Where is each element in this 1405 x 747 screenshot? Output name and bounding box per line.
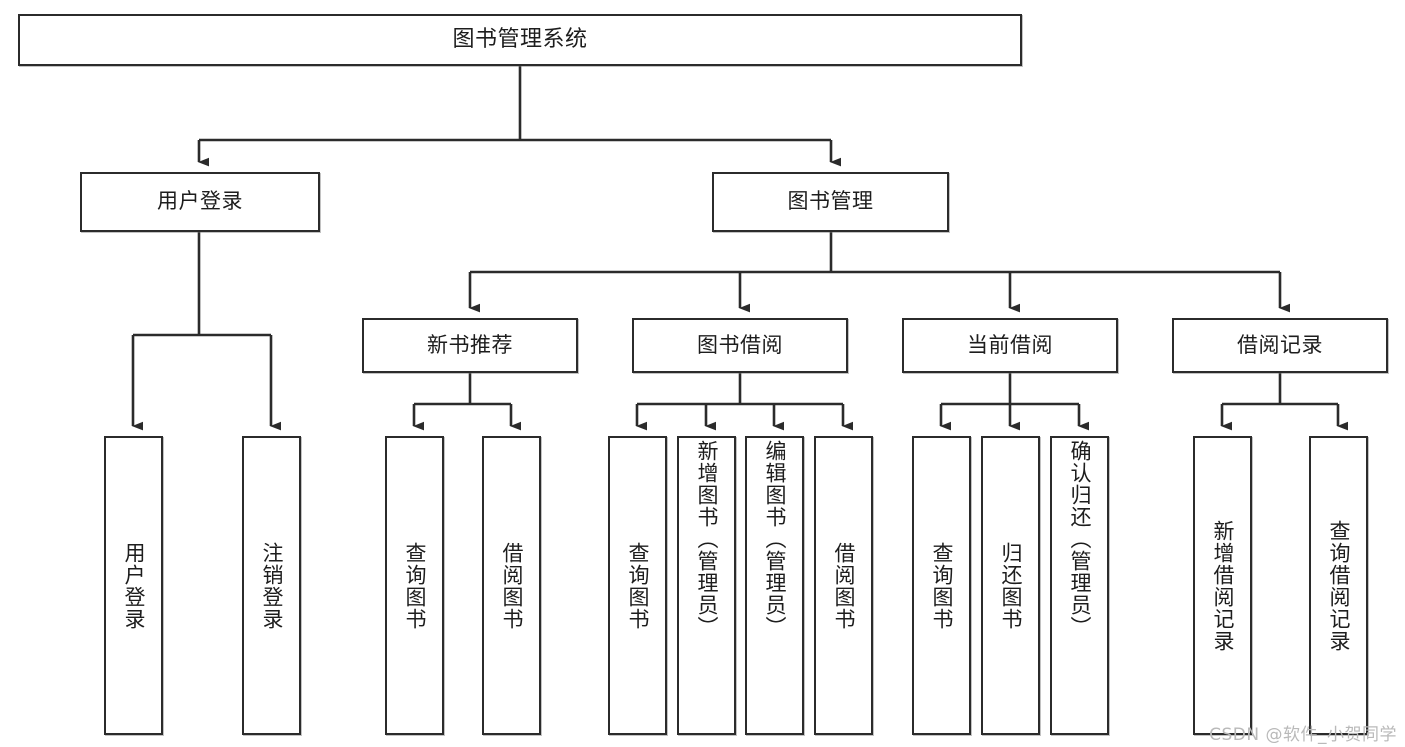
node-new-book-recommend[interactable]: 新书推荐 [362,318,578,373]
node-root[interactable]: 图书管理系统 [18,14,1022,66]
watermark: CSDN @软件_小贺同学 [1209,725,1397,745]
leaf-borrow-book-2-label: 借阅图书 [831,541,856,630]
leaf-query-record-label: 查询借阅记录 [1326,519,1351,652]
leaf-confirm-return[interactable]: 确认归还（管理员） [1050,436,1109,735]
node-user-login-label: 用户登录 [157,189,243,214]
leaf-add-book-label: 新增图书（管理员） [694,440,719,638]
node-user-login[interactable]: 用户登录 [80,172,320,232]
node-book-borrow-label: 图书借阅 [697,332,783,357]
node-new-book-recommend-label: 新书推荐 [427,332,513,357]
node-book-management-label: 图书管理 [787,189,874,214]
node-book-borrow[interactable]: 图书借阅 [632,318,848,373]
leaf-user-login-label: 用户登录 [121,541,146,630]
leaf-edit-book[interactable]: 编辑图书（管理员） [745,436,804,735]
node-borrow-record-label: 借阅记录 [1237,332,1323,357]
leaf-query-book-1[interactable]: 查询图书 [385,436,444,735]
leaf-user-logout-label: 注销登录 [259,541,284,630]
leaf-edit-book-label: 编辑图书（管理员） [762,440,787,638]
node-current-borrow[interactable]: 当前借阅 [902,318,1118,373]
leaf-return-book-label: 归还图书 [998,541,1023,630]
leaf-query-book-2[interactable]: 查询图书 [608,436,667,735]
leaf-borrow-book-2[interactable]: 借阅图书 [814,436,873,735]
leaf-user-logout[interactable]: 注销登录 [242,436,301,735]
leaf-user-login[interactable]: 用户登录 [104,436,163,735]
leaf-return-book[interactable]: 归还图书 [981,436,1040,735]
node-current-borrow-label: 当前借阅 [967,332,1053,357]
leaf-borrow-book-1[interactable]: 借阅图书 [482,436,541,735]
leaf-borrow-book-1-label: 借阅图书 [499,541,524,630]
node-borrow-record[interactable]: 借阅记录 [1172,318,1388,373]
leaf-query-book-1-label: 查询图书 [402,541,427,630]
leaf-add-book[interactable]: 新增图书（管理员） [677,436,736,735]
leaf-query-book-2-label: 查询图书 [625,541,650,630]
leaf-add-record[interactable]: 新增借阅记录 [1193,436,1252,735]
leaf-query-record[interactable]: 查询借阅记录 [1309,436,1368,735]
leaf-query-book-3[interactable]: 查询图书 [912,436,971,735]
leaf-add-record-label: 新增借阅记录 [1210,519,1235,652]
node-root-label: 图书管理系统 [452,26,588,52]
leaf-query-book-3-label: 查询图书 [929,541,954,630]
leaf-confirm-return-label: 确认归还（管理员） [1067,440,1092,638]
node-book-management[interactable]: 图书管理 [712,172,949,232]
